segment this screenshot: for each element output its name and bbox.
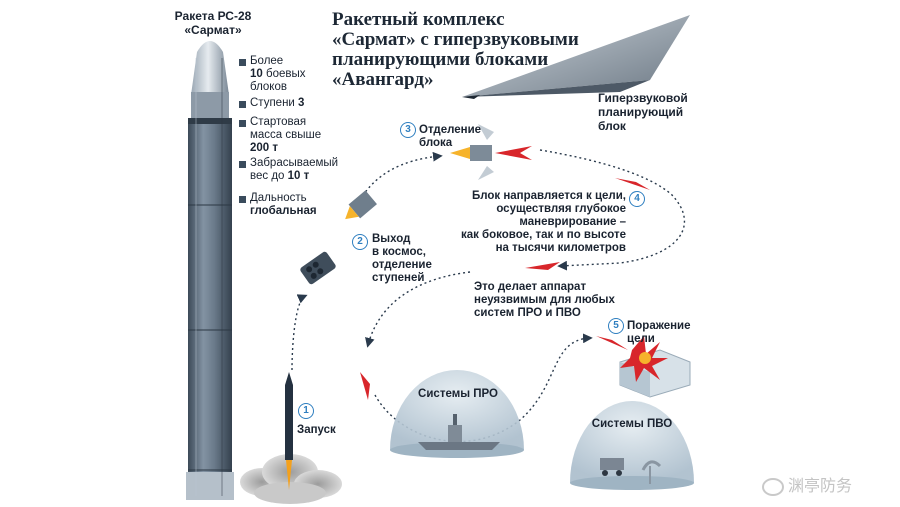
- watermark-text: 渊亭防务: [788, 478, 853, 496]
- spec-launch-mass-value: 200 т: [250, 142, 279, 154]
- watermark: 渊亭防务: [762, 478, 852, 496]
- spec-range: Дальность глобальная: [250, 192, 317, 218]
- spec-launch-mass-line1: Стартовая: [250, 116, 307, 128]
- sarmat-rocket: [186, 41, 234, 500]
- hypersonic-glider: [462, 15, 690, 99]
- note-line1: Это делает аппарат: [474, 281, 587, 293]
- abm-dome: [390, 370, 524, 458]
- abm-dome-label: Системы ПРО: [418, 388, 498, 400]
- launch-scene: [240, 372, 342, 504]
- spec-launch-mass: Стартовая масса свыше 200 т: [250, 116, 321, 155]
- step-1-label: Запуск: [297, 424, 336, 436]
- step-4-line2: осуществляя глубокое: [496, 203, 626, 215]
- bullet-icon: [239, 101, 246, 108]
- step-4-number: 4: [629, 191, 645, 207]
- glider-marker-2: [525, 262, 560, 270]
- step-2-line4: ступеней: [372, 272, 425, 284]
- rocket-name: Ракета РС-28 «Сармат»: [168, 9, 258, 37]
- step-3-line2: блока: [419, 137, 453, 149]
- trajectory-launch: [291, 294, 308, 371]
- bullet-icon: [239, 196, 246, 203]
- step-5-line2: цели: [627, 333, 655, 345]
- step-4-line5: на тысячи километров: [495, 242, 626, 254]
- upper-stage: [345, 190, 377, 220]
- title-line2: «Сармат» с гиперзвуковыми: [332, 29, 579, 50]
- spec-throw-weight: Забрасываемый вес до 10 т: [250, 157, 338, 183]
- step-1-number: 1: [298, 403, 314, 419]
- spec-stages-value: 3: [298, 97, 305, 109]
- step-4-label: Блок направляется к цели, осуществляя гл…: [456, 190, 626, 255]
- stage-booster: [300, 251, 336, 285]
- bullet-icon: [239, 59, 246, 66]
- spec-warheads-line2: блоков: [250, 81, 287, 93]
- step-3-number: 3: [400, 122, 416, 138]
- bullet-icon: [239, 120, 246, 127]
- step-5-line1: Поражение: [627, 320, 691, 332]
- spec-range-value: глобальная: [250, 205, 317, 217]
- spec-stages-label: Ступени: [250, 97, 299, 109]
- step-5-number: 5: [608, 318, 624, 334]
- step-5-label: Поражение цели: [627, 320, 691, 346]
- spec-launch-mass-line2: масса свыше: [250, 129, 322, 141]
- glider-label-line3: блок: [598, 119, 626, 133]
- air-defense-dome: [570, 401, 694, 490]
- block-separation: [450, 124, 532, 180]
- step-4-line1: Блок направляется к цели,: [471, 190, 626, 202]
- step-2-number: 2: [352, 234, 368, 250]
- trajectory-descent: [365, 271, 471, 348]
- step-3-line1: Отделение: [419, 124, 482, 136]
- note-line2: неуязвимым для любых: [474, 294, 615, 306]
- step-4-line3: маневрирование –: [519, 216, 626, 228]
- step-4-line4: как боковое, так и по высоте: [460, 229, 626, 241]
- spec-throw-weight-value: 10 т: [287, 170, 310, 182]
- glider-label: Гиперзвуковой планирующий блок: [598, 91, 688, 133]
- step-2-line3: отделение: [372, 259, 432, 271]
- title-line4: «Авангард»: [332, 69, 434, 90]
- spec-stages: Ступени 3: [250, 97, 304, 110]
- title-line1: Ракетный комплекс: [332, 9, 505, 30]
- bullet-icon: [239, 161, 246, 168]
- spec-throw-weight-pre: вес до: [250, 170, 288, 182]
- note-line3: систем ПРО и ПВО: [474, 307, 581, 319]
- target-building: [619, 336, 691, 398]
- spec-throw-weight-line1: Забрасываемый: [250, 157, 339, 169]
- spec-warheads-post: боевых: [262, 68, 306, 80]
- step-2-line2: в космос,: [372, 246, 426, 258]
- weibo-icon: [762, 478, 784, 496]
- step-2-line1: Выход: [372, 233, 411, 245]
- step-2-label: Выход в космос, отделение ступеней: [372, 233, 432, 285]
- step-3-label: Отделение блока: [419, 124, 481, 150]
- glider-marker-4: [596, 336, 628, 350]
- title-line3: планирующими блоками: [332, 49, 549, 70]
- spec-warheads-pre: Более: [250, 55, 284, 67]
- glider-marker-1: [615, 178, 650, 190]
- spec-warheads-value: 10: [250, 68, 263, 80]
- page-title: Ракетный комплекс «Сармат» с гиперзвуков…: [332, 10, 592, 90]
- spec-warheads: Более 10 боевых блоков: [250, 55, 306, 94]
- spec-range-line1: Дальность: [250, 192, 307, 204]
- rocket-name-line1: Ракета РС-28: [174, 9, 252, 23]
- rocket-name-line2: «Сармат»: [184, 23, 242, 37]
- glider-marker-3: [360, 372, 370, 400]
- air-defense-dome-label: Системы ПВО: [591, 418, 673, 430]
- trajectory-space: [359, 151, 443, 201]
- trajectory-maneuver: [539, 149, 685, 271]
- invulnerability-note: Это делает аппарат неуязвимым для любых …: [474, 281, 615, 320]
- trajectory-terminal: [374, 333, 593, 443]
- glider-label-line2: планирующий: [598, 105, 684, 119]
- glider-label-line1: Гиперзвуковой: [598, 91, 688, 105]
